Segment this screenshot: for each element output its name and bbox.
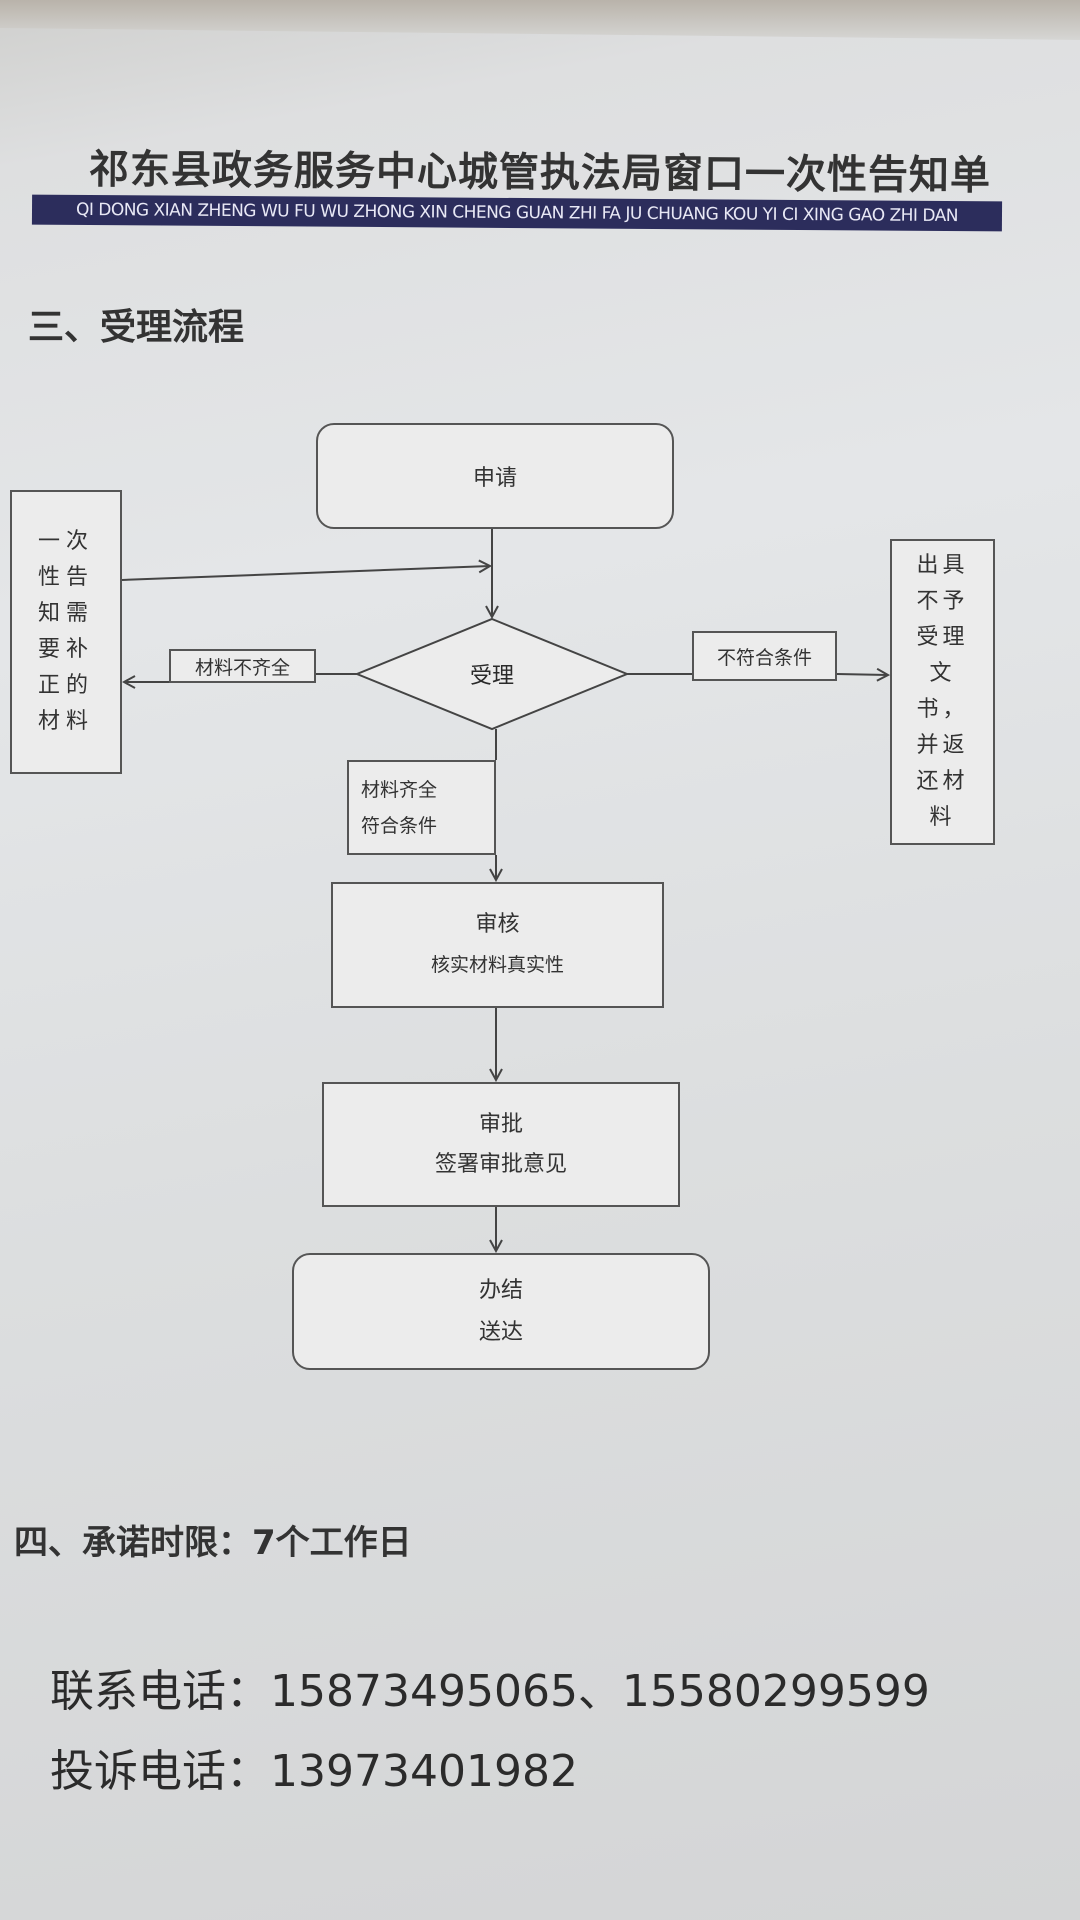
node-review: 审核 核实材料真实性 — [331, 882, 664, 1008]
arrow-supplement-return — [121, 566, 490, 581]
node-finish-title: 办结 — [478, 1277, 523, 1303]
section-heading-process: 三、受理流程 — [28, 307, 245, 348]
node-reject: 出具不予受理文书，并返还材料 — [890, 539, 995, 845]
node-review-subtitle: 核实材料真实性 — [430, 954, 564, 976]
node-accept: 受理 — [357, 619, 627, 729]
node-finish-subtitle: 送达 — [478, 1319, 523, 1345]
node-accept-label: 受理 — [469, 664, 514, 689]
node-apply: 申请 — [316, 423, 674, 529]
node-approve-title: 审批 — [478, 1111, 523, 1137]
label-not-qualified-text: 不符合条件 — [716, 646, 812, 669]
label-materials-incomplete-text: 材料不齐全 — [194, 656, 290, 679]
node-finish: 办结 送达 — [292, 1253, 710, 1370]
node-approve: 审批 签署审批意见 — [322, 1082, 680, 1207]
label-not-qualified: 不符合条件 — [692, 631, 837, 681]
node-notify-supplement: 一次性告知需要补正的材料 — [10, 490, 122, 774]
label-materials-complete: 材料齐全 符合条件 — [347, 760, 496, 855]
node-notify-supplement-label: 一次性告知需要补正的材料 — [37, 529, 94, 734]
complaint-phone: 投诉电话：13973401982 — [50, 1746, 578, 1797]
label-materials-incomplete: 材料不齐全 — [169, 649, 316, 683]
arrow-notqualified-to-reject — [836, 674, 888, 675]
label-complete-line1: 材料齐全 — [361, 778, 438, 801]
accept-decision-diamond — [354, 617, 630, 731]
section-heading-time-limit: 四、承诺时限：7个工作日 — [14, 1523, 412, 1563]
node-review-title: 审核 — [475, 912, 520, 937]
node-approve-subtitle: 签署审批意见 — [434, 1151, 567, 1177]
node-apply-label: 申请 — [472, 466, 517, 491]
contact-phone: 联系电话：15873495065、15580299599 — [50, 1666, 930, 1717]
node-reject-label: 出具不予受理文书，并返还材料 — [916, 553, 969, 830]
label-complete-line2: 符合条件 — [361, 814, 438, 837]
